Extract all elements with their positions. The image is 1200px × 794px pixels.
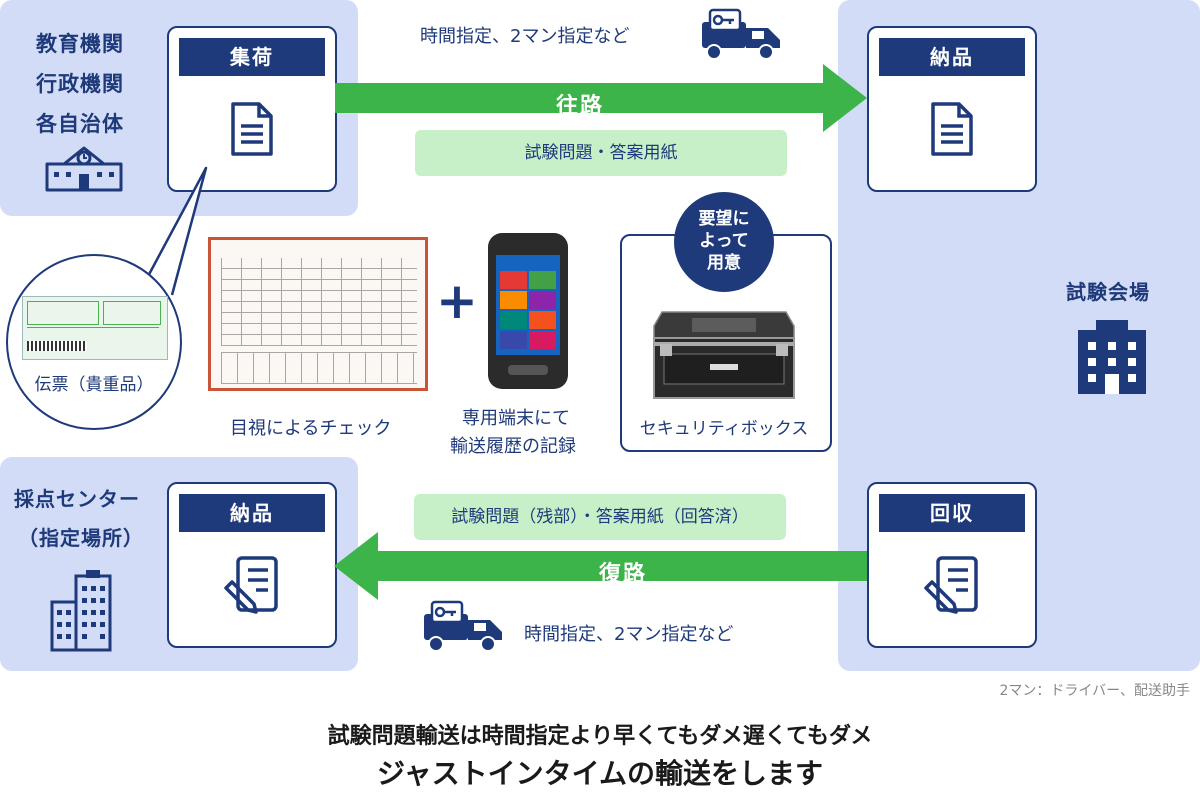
collect-card: 回収 bbox=[867, 482, 1037, 648]
edit-document-icon bbox=[224, 556, 278, 614]
designated-place-label: （指定場所） bbox=[18, 526, 144, 550]
speech-bubble-pointer bbox=[136, 166, 208, 296]
office-building-icon bbox=[50, 570, 112, 652]
outbound-note: 時間指定、2マン指定など bbox=[420, 26, 630, 47]
exam-venue-label: 試験会場 bbox=[1066, 280, 1150, 304]
truck-icon bbox=[424, 600, 502, 652]
outbound-sublabel: 試験問題・答案用紙 bbox=[415, 130, 787, 176]
outbound-arrow bbox=[335, 64, 867, 132]
collect-card-title: 回収 bbox=[879, 494, 1025, 532]
plus-sign: + bbox=[436, 272, 478, 330]
footnote: 2マン：ドライバー、配送助手 bbox=[999, 683, 1191, 699]
badge-line2: よって bbox=[699, 231, 749, 251]
deliver-top-card-title: 納品 bbox=[879, 38, 1025, 76]
badge-line1: 要望に bbox=[698, 209, 750, 229]
scoring-center-label: 採点センター bbox=[14, 487, 140, 511]
deliver-bottom-card-title: 納品 bbox=[179, 494, 325, 532]
return-sublabel: 試験問題（残部）・答案用紙（回答済） bbox=[414, 494, 786, 540]
on-request-badge: 要望に よって 用意 bbox=[674, 192, 774, 292]
org-label-government: 行政機関 bbox=[36, 72, 124, 96]
document-icon bbox=[231, 102, 273, 156]
slip-image bbox=[22, 296, 168, 360]
slip-bubble: 伝票（貴重品） bbox=[6, 254, 182, 430]
pickup-card-title: 集荷 bbox=[179, 38, 325, 76]
device-label-line1: 専用端末にて bbox=[462, 408, 570, 429]
security-box-image bbox=[653, 311, 795, 399]
school-icon bbox=[45, 146, 123, 192]
building-icon bbox=[1078, 320, 1146, 394]
pickup-card: 集荷 bbox=[167, 26, 337, 192]
outbound-label: 往路 bbox=[555, 94, 604, 119]
return-arrow bbox=[334, 532, 868, 600]
device-label-line2: 輸送履歴の記録 bbox=[450, 436, 576, 457]
return-label: 復路 bbox=[598, 562, 647, 587]
handheld-terminal-image bbox=[488, 233, 568, 389]
deliver-top-card: 納品 bbox=[867, 26, 1037, 192]
caption-line2: ジャストインタイムの輸送をします bbox=[376, 757, 824, 790]
org-label-education: 教育機関 bbox=[36, 32, 124, 56]
edit-document-icon bbox=[924, 556, 978, 614]
visual-check-label: 目視によるチェック bbox=[230, 418, 392, 439]
document-icon bbox=[931, 102, 973, 156]
valuables-form-image bbox=[208, 237, 428, 391]
truck-icon bbox=[702, 8, 780, 60]
security-box-label: セキュリティボックス bbox=[639, 419, 809, 439]
org-label-municipality: 各自治体 bbox=[36, 112, 124, 136]
return-note: 時間指定、2マン指定など bbox=[524, 624, 734, 645]
badge-line3: 用意 bbox=[707, 253, 741, 273]
slip-label: 伝票（貴重品） bbox=[34, 375, 154, 395]
deliver-bottom-card: 納品 bbox=[167, 482, 337, 648]
caption-line1: 試験問題輸送は時間指定より早くてもダメ遅くてもダメ bbox=[327, 724, 873, 749]
